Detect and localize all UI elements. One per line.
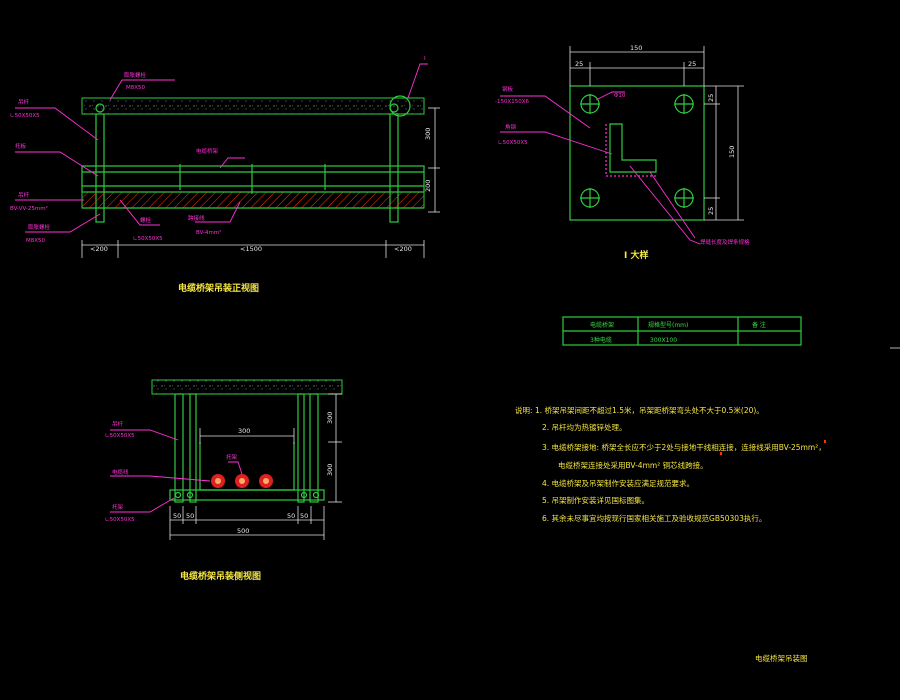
detail-label-plate-spec: -150X150X6 <box>495 99 530 105</box>
sheet-title: 电缆桥架吊装图 <box>755 653 808 663</box>
note-3b: 电缆桥架连接处采用BV-4mm² 铜芯线跨接。 <box>558 460 708 470</box>
front-label-bottom2: 跨接线 <box>188 214 205 222</box>
detail-label-weld: 焊缝长度及焊条规格 <box>700 238 750 246</box>
side-dim-tray: 300 <box>238 427 250 435</box>
tray-support-hatch <box>81 191 425 209</box>
front-label-anchor-bolt: 膨胀螺栓 <box>124 71 147 79</box>
front-label-left3a: 吊杆 <box>18 191 30 199</box>
table-header-0: 电缆桥架 <box>590 321 614 329</box>
front-label-left2: 托板 <box>15 142 27 150</box>
side-dim-total: 500 <box>237 527 249 535</box>
left-hanger-rod <box>95 113 105 223</box>
table-cell-0-1: 300X100 <box>650 337 677 344</box>
side-dim-h-lower: 300 <box>326 464 334 476</box>
side-dim-d3: 50 <box>287 512 295 520</box>
notes: 说明: 1. 桥架吊架间距不超过1.5米，吊架距桥架弯头处不大于0.5米(20)… <box>515 405 826 523</box>
front-label-bottom2-spec: BV-4mm² <box>196 229 221 236</box>
detail-label-hole: Φ10 <box>614 93 626 99</box>
detail-dim-height: 150 <box>728 146 736 158</box>
side-dim-h-upper: 300 <box>326 412 334 424</box>
note-5: 5. 吊架制作安装详见国标图集。 <box>542 495 649 505</box>
front-label-rod-spec: ∟50X50X5 <box>10 113 40 119</box>
side-label-base-spec: ∟50X50X5 <box>105 517 135 523</box>
detail-label-angle-spec: ∟50X50X5 <box>498 140 528 146</box>
side-dim-d4: 50 <box>300 512 308 520</box>
side-dim-d2: 50 <box>186 512 194 520</box>
front-tray <box>81 165 425 193</box>
front-dim-left: <200 <box>90 245 108 253</box>
detail-dim-side-top: 25 <box>707 94 715 102</box>
front-view-title: 电缆桥架吊装正视图 <box>178 282 259 294</box>
side-label-rod: 吊杆 <box>112 420 124 428</box>
table-header-1: 规格型号(mm) <box>648 321 688 329</box>
table-header-2: 备 注 <box>752 321 766 329</box>
detail-dim-top-right: 25 <box>688 60 696 68</box>
side-dim-d1: 50 <box>173 512 181 520</box>
front-view: <200 <1500 <200 300 200 膨胀螺栓 M8X50 吊杆 ∟5… <box>10 56 440 294</box>
front-dim-h-lower: 200 <box>424 180 432 192</box>
side-label-base: 托架 <box>112 503 124 511</box>
detail-label-plate: 钢板 <box>502 85 514 93</box>
note-3: 3. 电缆桥架接地: 桥架全长应不少于2处与接地干线相连接，连接线采用BV-25… <box>542 442 826 452</box>
side-label-tray: 托架 <box>226 453 238 461</box>
detail-dim-width: 150 <box>630 44 642 52</box>
table-cell-0-0: 3种电缆 <box>590 336 612 344</box>
front-label-bottom1: 螺栓 <box>140 216 152 224</box>
note-6: 6. 其余未尽事宜均按现行国家相关施工及验收规范GB50303执行。 <box>542 513 766 523</box>
detail-i: 150 25 25 150 25 25 钢板 -150X150X6 角钢 ∟50… <box>495 44 750 261</box>
note-2: 2. 吊杆均为热镀锌处理。 <box>542 422 627 432</box>
detail-label-angle: 角钢 <box>505 123 517 131</box>
front-dim-span: <1500 <box>240 245 262 253</box>
front-dim-h-upper: 300 <box>424 128 432 140</box>
spec-table: 电缆桥架 规格型号(mm) 备 注 3种电缆 300X100 <box>562 316 802 346</box>
note-4: 4. 电缆桥架及吊架制作安装应满足规范要求。 <box>542 478 694 488</box>
front-label-left3: BV-VV-25mm² <box>10 205 48 212</box>
detail-title: I 大样 <box>624 249 648 261</box>
front-detail-marker: I <box>424 56 426 62</box>
detail-dim-top-left: 25 <box>575 60 583 68</box>
detail-i-callout <box>389 95 411 117</box>
front-label-tray: 电缆桥架 <box>196 147 219 155</box>
front-label-rod: 吊杆 <box>18 98 30 106</box>
detail-plate <box>569 85 705 221</box>
side-label-rod-spec: ∟50X50X5 <box>105 433 135 439</box>
front-label-left4: 膨胀螺栓 <box>28 223 51 231</box>
side-base <box>169 489 325 501</box>
side-view-title: 电缆桥架吊装侧视图 <box>180 570 261 582</box>
detail-dim-side-bottom: 25 <box>707 207 715 215</box>
notes-heading: 说明: <box>515 405 533 415</box>
front-dim-right: <200 <box>394 245 412 253</box>
note-1: 1. 桥架吊架间距不超过1.5米，吊架距桥架弯头处不大于0.5米(20)。 <box>535 405 764 415</box>
front-label-anchor-bolt-spec: M8X50 <box>126 85 146 91</box>
detail-angle <box>609 123 657 173</box>
side-view: 300 50 50 50 50 500 300 300 吊杆 ∟50 <box>105 379 343 582</box>
front-label-left4-spec: M8X50 <box>26 238 46 244</box>
side-label-cable: 电缆线 <box>112 468 129 476</box>
front-label-bottom1-spec: ∟50X50X5 <box>133 236 163 242</box>
